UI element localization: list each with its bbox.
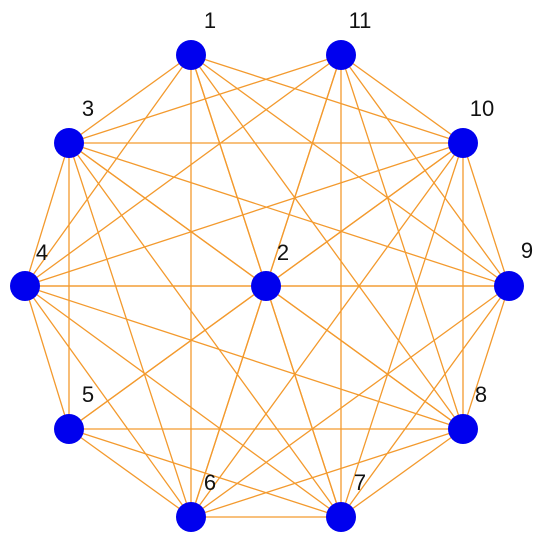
- node-label-5: 5: [82, 382, 94, 407]
- node-label-2: 2: [277, 240, 289, 265]
- node-11: [326, 40, 356, 70]
- edge-1-9: [190, 54, 510, 287]
- node-label-1: 1: [204, 8, 216, 33]
- node-label-9: 9: [521, 238, 533, 263]
- edge-4-7: [24, 285, 342, 518]
- edge-6-9: [190, 285, 510, 518]
- edge-6-10: [190, 142, 464, 518]
- node-9: [494, 271, 524, 301]
- edge-1-3: [68, 54, 192, 144]
- node-label-11: 11: [349, 8, 372, 33]
- edges-layer: [24, 54, 510, 518]
- edge-4-6: [24, 285, 192, 518]
- node-label-7: 7: [354, 470, 366, 495]
- edge-3-4: [24, 142, 70, 287]
- node-7: [326, 502, 356, 532]
- nodes-layer: [10, 40, 524, 532]
- node-label-6: 6: [204, 470, 216, 495]
- node-5: [54, 414, 84, 444]
- edge-10-11: [340, 54, 464, 144]
- edge-7-9: [340, 285, 510, 518]
- edge-2-7: [265, 285, 342, 518]
- edge-3-6: [68, 142, 192, 518]
- edge-6-8: [190, 428, 464, 518]
- edge-4-10: [24, 142, 464, 287]
- node-1: [176, 40, 206, 70]
- edge-9-11: [340, 54, 510, 287]
- node-6: [176, 502, 206, 532]
- edge-4-11: [24, 54, 342, 287]
- node-label-8: 8: [475, 382, 487, 407]
- node-2: [251, 271, 281, 301]
- edge-8-11: [340, 54, 464, 430]
- node-8: [448, 414, 478, 444]
- labels-layer: 1 2 3 4 5 6 7 8 9 10 11: [36, 8, 533, 495]
- edge-4-8: [24, 285, 464, 430]
- edge-7-10: [340, 142, 464, 518]
- node-label-3: 3: [82, 96, 94, 121]
- node-label-10: 10: [470, 96, 494, 121]
- node-10: [448, 128, 478, 158]
- edge-5-6: [68, 428, 192, 518]
- edge-4-5: [24, 285, 70, 430]
- edge-7-8: [340, 428, 464, 518]
- node-label-4: 4: [36, 240, 48, 265]
- edge-9-10: [462, 142, 510, 287]
- edge-3-11: [68, 54, 342, 144]
- node-3: [54, 128, 84, 158]
- edge-1-4: [24, 54, 192, 287]
- node-4: [10, 271, 40, 301]
- edge-8-9: [462, 285, 510, 430]
